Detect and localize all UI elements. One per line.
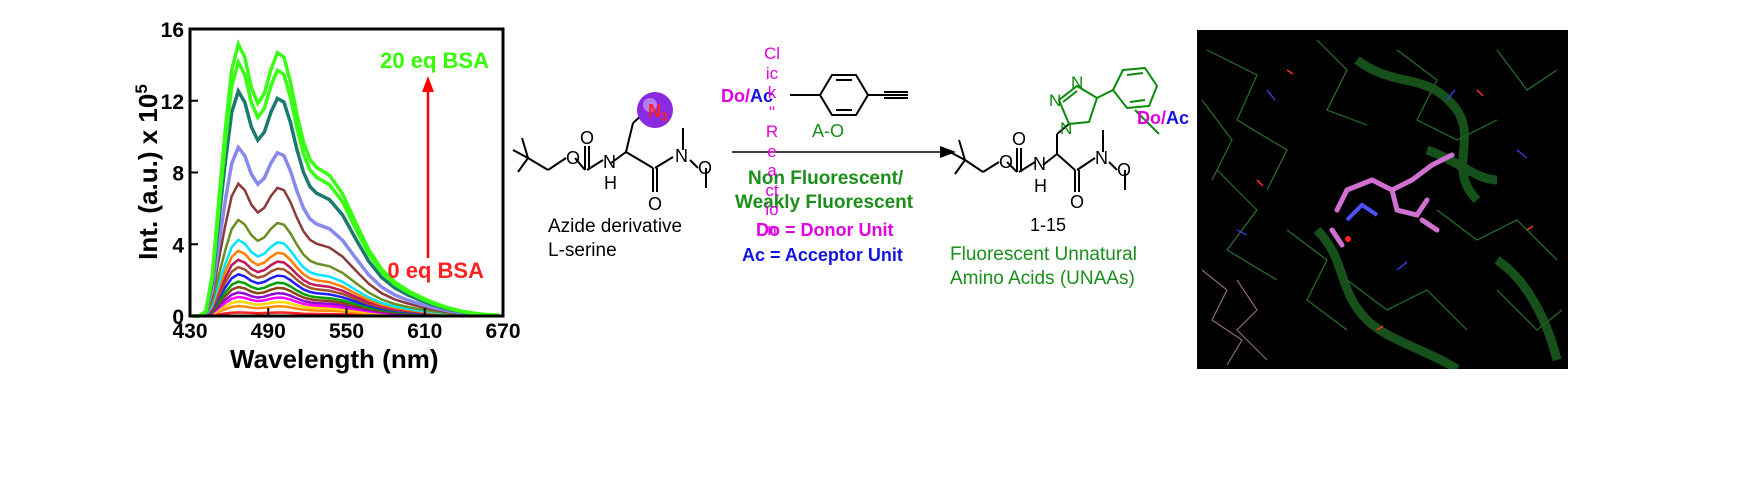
overlay-line: Cl [763,44,781,63]
ligand-molecule [1329,152,1455,248]
weinreb-oxygen: O [698,158,712,178]
spectrum-line [192,143,500,318]
arrow-label-line2: Weakly Fluorescent [735,192,914,213]
x-tick-label: 670 [485,320,520,343]
product-weinreb-oxygen: O [1117,160,1131,180]
overlay-line: k [767,83,777,102]
y-tick-label: 16 [161,19,184,42]
y-tick-label: 4 [172,234,184,257]
overlay-vertical-word: Cl ic k " R e a ct io n [759,44,785,239]
product-label-line1: Fluorescent Unnatural [950,244,1137,265]
alkyne-reagent-structure [790,74,908,116]
x-tick-label: 610 [407,320,442,343]
annotation-bottom: 0 eq BSA [387,258,484,283]
overlay-line: ct [765,180,779,200]
product-carbonyl-oxygen: O [1012,129,1026,149]
product-amide-nitrogen: N [1033,154,1046,174]
azide-group-label: N [648,101,661,121]
protein-docking-image [1197,30,1568,369]
weinreb-carbonyl-oxygen: O [648,194,662,210]
reactant-label-line2: L-serine [548,240,617,261]
overlay-line: ic [765,63,779,83]
overlay-line: io [765,200,779,219]
increase-arrowhead [422,76,434,92]
arrow-label-line1: Non Fluorescent/ [748,168,904,189]
y-axis-title: Int. (a.u.) x 105 [132,84,164,260]
overlay-line: R [765,122,779,141]
legend-acceptor: Ac = Acceptor Unit [742,245,903,265]
x-axis-title: Wavelength (nm) [230,344,439,374]
ester-oxygen: O [566,148,580,168]
product-substituent-label: Do/Ac [1137,108,1189,129]
x-tick-label: 430 [172,320,207,343]
alkyne-donor: Do [721,86,745,106]
overlay-line: " [768,102,776,122]
amide-nitrogen: N [603,152,616,172]
product-weinreb-nitrogen: N [1095,148,1108,168]
azide-reactant-structure: N 3 O O N H O N O [512,92,712,210]
alkyne-slash: / [745,86,751,106]
alkyne-substituent-label: Do/Ac [721,86,773,107]
azide-group-subscript: 3 [661,110,668,124]
overlay-line: e [767,141,777,161]
y-axis-title-text: Int. (a.u.) x 10 [132,93,163,260]
axis-layer: 430 490 550 610 670 0 4 8 12 16 [161,19,521,343]
weinreb-nitrogen: N [675,146,688,166]
overlay-line: a [767,161,777,180]
y-axis-title-exponent: 5 [132,84,152,94]
triazole-n1: N [1060,119,1072,138]
x-tick-label: 490 [251,320,286,343]
product-label-line2: Amino Acids (UNAAs) [950,268,1135,289]
amide-hydrogen: H [604,173,617,193]
triazole-n3: N [1071,73,1083,92]
product-structure: O O N H O N O N N N [949,66,1160,210]
triazole-n2: N [1049,91,1061,110]
spectrum-line [192,39,500,318]
annotation-top: 20 eq BSA [380,48,489,73]
product-slash: / [1161,108,1167,128]
emission-spectra-chart: 430 490 550 610 670 0 4 8 12 16 20 eq BSA 0 eq BS… [161,19,521,343]
reaction-arrow [732,146,956,158]
x-tick-label: 550 [329,320,364,343]
series-layer [192,39,500,318]
spectrum-line [192,181,500,318]
y-tick-label: 8 [172,163,184,186]
alkyne-label: A-O [812,121,845,141]
carbonyl-oxygen: O [580,128,594,148]
product-weinreb-carbonyl-oxygen: O [1070,192,1084,210]
legend-donor: Do = Donor Unit [756,220,894,240]
product-donor: Do [1137,108,1161,128]
product-acceptor: Ac [1166,108,1190,128]
reactant-label-line1: Azide derivative [548,216,683,237]
product-ester-oxygen: O [999,152,1013,172]
y-tick-label: 12 [161,91,184,114]
alkyne-acceptor: Ac [750,86,774,106]
overlay-line: n [767,219,777,239]
y-tick-label: 0 [172,306,184,329]
product-number: 1-15 [1030,215,1067,235]
product-amide-hydrogen: H [1034,176,1047,196]
spectrum-line [192,218,500,318]
